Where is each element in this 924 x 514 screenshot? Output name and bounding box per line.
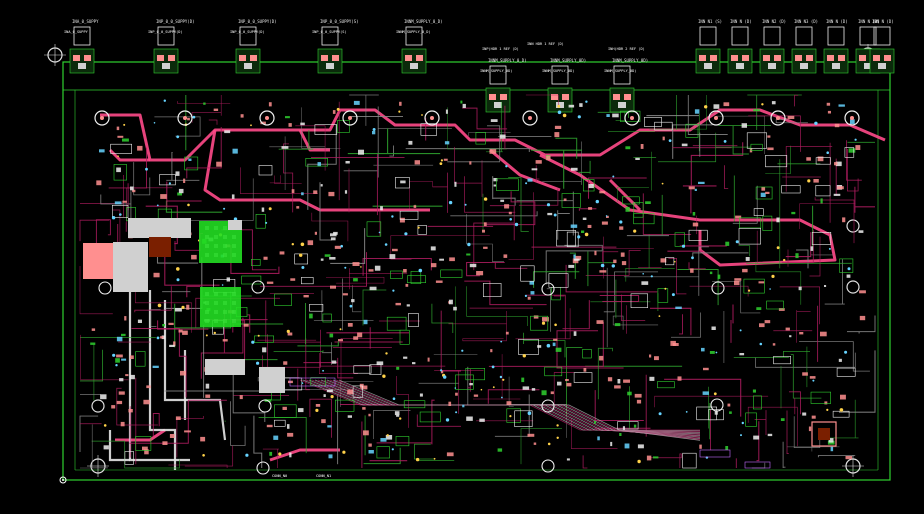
connector-sublabel: INA_0_SUPPY — [64, 30, 89, 34]
mounting-hole-ml — [91, 399, 105, 413]
origin-marker-icon — [59, 476, 67, 484]
board-outline — [62, 61, 891, 481]
connector-sublabel: INNM_SUPPLY_0D) — [480, 69, 512, 73]
copper-pads-area — [83, 218, 285, 393]
mounting-hole-r2 — [846, 219, 860, 233]
connector-label: INN N (D) — [858, 19, 880, 24]
connector: INN N (D) — [869, 19, 895, 74]
pad-block-gray-2 — [128, 218, 191, 238]
connector-label: INNM_SUPPLY_0_D) — [404, 19, 443, 24]
connector-label: INNM_SUPPLY_0D) — [550, 58, 586, 63]
connector-label: INN N2 (D) — [762, 19, 786, 24]
connector: INN N1 (S) — [695, 19, 722, 74]
pad-block-green-2 — [200, 287, 241, 327]
connector: INN N2 (D) — [759, 19, 786, 74]
pad-block-gray-3 — [205, 359, 245, 375]
connector: INNM_SUPPLY_0D) INNM_SUPPLY_0D) — [542, 58, 586, 113]
ic-component — [811, 421, 837, 447]
connector-label: INN N (D) — [872, 19, 894, 24]
bottom-label-1: CONN_N0 — [272, 474, 287, 478]
connector: INNM_SUPPLY_0_D) INNM_SUPPLY_0_D) — [396, 19, 443, 74]
mounting-hole-mr — [846, 280, 860, 294]
connector-row-left: INA_0_SUPPYINA_0_SUPPYINP_0_0_SUPPY(D)IN… — [64, 19, 443, 74]
connector: INN N (D) — [727, 19, 753, 74]
net-label-2: INN HDR 1 REF (D) — [527, 42, 564, 46]
pad-block-gray-5 — [228, 220, 242, 230]
connector-label: INN N (D) — [826, 19, 848, 24]
connector: INA_0_SUPPY INA_0_SUPPY — [64, 19, 99, 74]
connector-sublabel: INNM_SUPPLY_0_D) — [396, 30, 431, 34]
connector-label: INP_0_0_SUPPY(S) — [320, 19, 359, 24]
connector: INP_0_0_SUPPY(D) INP_0_0_SUPPY(D) — [230, 19, 277, 74]
connector-label: INN N (D) — [730, 19, 752, 24]
mounting-holes — [47, 47, 876, 474]
connector-label: INNM_SUPPLY_0_D) — [488, 58, 527, 63]
connector-label: INP_0_0_SUPPY(D) — [238, 19, 277, 24]
pad-block-gray-4 — [259, 367, 285, 393]
pad-block-gray-1 — [113, 242, 148, 292]
pcb-traces — [79, 94, 886, 475]
bottom-label-2: CONN_N1 — [316, 474, 331, 478]
connector: INNM_SUPPLY_0_D) INNM_SUPPLY_0D) — [480, 58, 527, 113]
net-label-1: INP(HDR 1 REF (D) — [482, 47, 519, 51]
connector-label: INNM_SUPPLY_0D) — [612, 58, 648, 63]
connector-sublabel: INP_0_0_SUPPY(S) — [312, 30, 347, 34]
connector-sublabel: INNM_SUPPLY_0D) — [604, 69, 636, 73]
connector-label: INA_0_SUPPY — [72, 19, 99, 24]
connector-row-mid: INNM_SUPPLY_0_D)INNM_SUPPLY_0D)INNM_SUPP… — [480, 58, 648, 113]
net-label-3: INH(HDR 2 REF (D) — [608, 47, 645, 51]
connector-sublabel: INP_0_0_SUPPY(D) — [230, 30, 265, 34]
connector-sublabel: INNM_SUPPLY_0D) — [542, 69, 574, 73]
connector-label: INN N3 (D) — [794, 19, 818, 24]
connector: INN N3 (D) — [791, 19, 818, 74]
connector-label: INN N1 (S) — [698, 19, 722, 24]
pad-block-pink — [83, 243, 116, 279]
connector: INN N (D) — [823, 19, 849, 74]
connector: INP_0_0_SUPPY(S) INP_0_0_SUPPY(S) — [312, 19, 359, 74]
connector: INP_0_0_SUPPY(D) INP_0_0_SUPPY(D) — [148, 19, 195, 74]
pad-block-brown — [149, 237, 171, 257]
connector-sublabel: INP_0_0_SUPPY(D) — [148, 30, 183, 34]
connector-label: INP_0_0_SUPPY(D) — [156, 19, 195, 24]
connector-row-right: INN N1 (S) INN N (D) INN N2 (D) INN N3 (D) I… — [695, 19, 895, 74]
connector: INNM_SUPPLY_0D) INNM_SUPPLY_0D) — [604, 58, 648, 113]
